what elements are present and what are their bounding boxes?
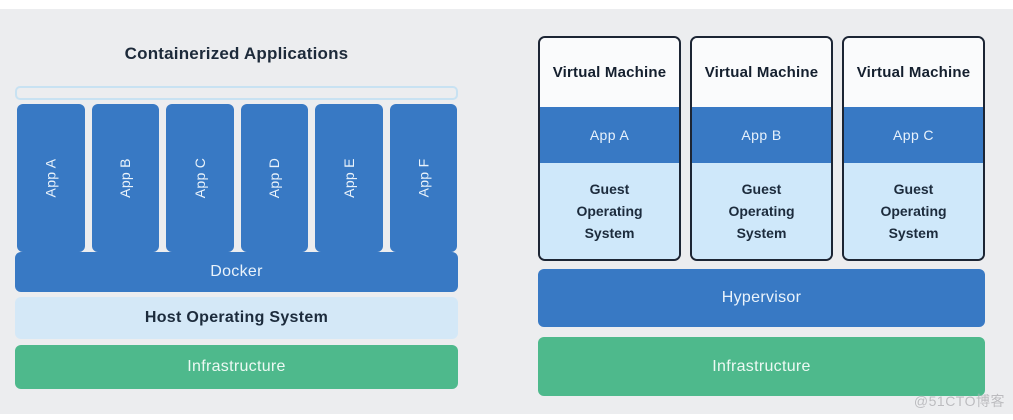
left-infrastructure-layer: Infrastructure (15, 345, 458, 389)
container-app-c: App C (166, 104, 234, 252)
container-app-b: App B (91, 104, 159, 252)
container-app-c-label: App C (191, 157, 208, 199)
containerized-applications-panel: Containerized Applications App A App B A… (15, 0, 458, 420)
virtual-machines-panel: Virtual Machine App A Guest Operating Sy… (538, 0, 985, 420)
vm-1-app-band: App A (540, 107, 679, 163)
right-infrastructure-layer: Infrastructure (538, 337, 985, 396)
51cto-watermark: @51CTO博客 (913, 393, 1005, 409)
container-app-e: App E (315, 104, 383, 252)
container-app-f-label: App F (415, 158, 432, 198)
hypervisor-layer: Hypervisor (538, 269, 985, 327)
vm-1-guest-os: Guest Operating System (540, 163, 679, 259)
container-app-d-label: App D (266, 157, 283, 199)
containerized-applications-title: Containerized Applications (124, 44, 349, 63)
container-app-d: App D (240, 104, 308, 252)
vm-3-guest-os: Guest Operating System (844, 163, 983, 259)
vm-box-3: Virtual Machine App C Guest Operating Sy… (842, 36, 985, 261)
container-app-f: App F (389, 104, 457, 252)
vm-box-1: Virtual Machine App A Guest Operating Sy… (538, 36, 681, 261)
container-apps-row: App A App B App C App D App E App F (17, 104, 457, 252)
container-app-a: App A (17, 104, 85, 252)
vm-box-2: Virtual Machine App B Guest Operating Sy… (690, 36, 833, 261)
host-operating-system-layer: Host Operating System (15, 297, 458, 339)
docker-layer: Docker (15, 252, 458, 292)
vm-2-guest-os: Guest Operating System (692, 163, 831, 259)
vm-3-title: Virtual Machine (844, 38, 983, 107)
container-app-e-label: App E (340, 158, 357, 198)
vm-2-title: Virtual Machine (692, 38, 831, 107)
container-app-b-label: App B (117, 158, 134, 198)
container-runtime-outline-bar (15, 86, 458, 100)
vm-row: Virtual Machine App A Guest Operating Sy… (538, 36, 985, 261)
container-app-a-label: App A (42, 158, 59, 198)
vm-2-app-band: App B (692, 107, 831, 163)
vm-3-app-band: App C (844, 107, 983, 163)
vm-1-title: Virtual Machine (540, 38, 679, 107)
